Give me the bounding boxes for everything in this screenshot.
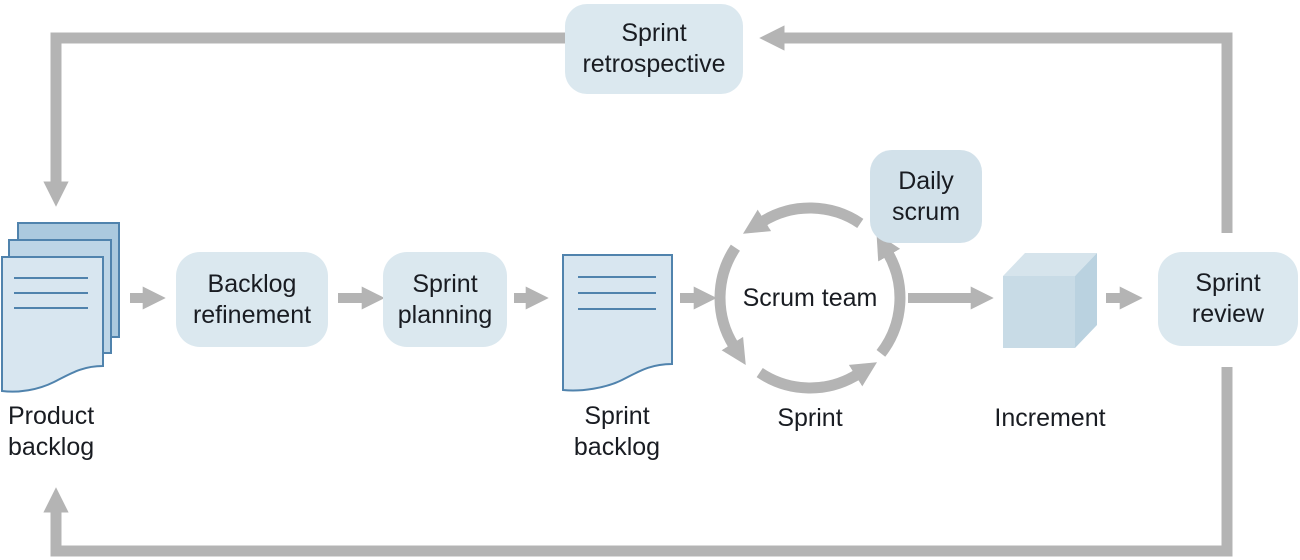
scrum-team-label: Scrum team — [742, 284, 878, 312]
sprint-cycle-label: Sprint — [777, 404, 843, 432]
node-sprint-planning-label: Sprint planning — [397, 269, 493, 329]
cycle-arc-bottom — [756, 362, 878, 394]
review-to-product-backlog-arrow — [43, 367, 1233, 557]
node-sprint-review-label: Sprint review — [1191, 269, 1265, 328]
node-sprint-planning: Sprint planning — [383, 252, 507, 347]
retrospective-to-product-backlog-arrow — [43, 32, 567, 207]
node-sprint-retrospective-label: Sprint retrospective — [582, 19, 726, 78]
product-backlog-icon — [1, 222, 120, 393]
node-daily-scrum-label: Daily scrum — [891, 166, 961, 226]
node-sprint-retrospective: Sprint retrospective — [565, 4, 743, 94]
doc-single-page — [562, 254, 673, 392]
sprint-backlog-icon — [562, 254, 673, 392]
cube-front-face — [1003, 276, 1075, 348]
review-to-retrospective-arrow — [759, 25, 1233, 233]
node-backlog-refinement: Backlog refinement — [176, 252, 328, 347]
cycle-arc-left — [714, 244, 746, 366]
increment-label: Increment — [994, 404, 1106, 432]
outer-loop-arrows — [43, 25, 1233, 557]
cube-right-face — [1075, 253, 1097, 348]
node-sprint-review: Sprint review — [1158, 252, 1298, 346]
cycle-arc-top — [742, 202, 864, 234]
node-backlog-refinement-label: Backlog refinement — [192, 269, 312, 329]
sprint-cycle-icon — [714, 202, 906, 394]
doc-front-page — [1, 256, 104, 393]
cube-top-face — [1003, 253, 1097, 276]
sprint-backlog-label: Sprint backlog — [573, 402, 661, 461]
increment-cube-icon — [1003, 253, 1097, 348]
product-backlog-label: Product backlog — [8, 402, 95, 461]
cycle-arc-right — [876, 233, 906, 357]
node-daily-scrum: Daily scrum — [870, 150, 982, 243]
